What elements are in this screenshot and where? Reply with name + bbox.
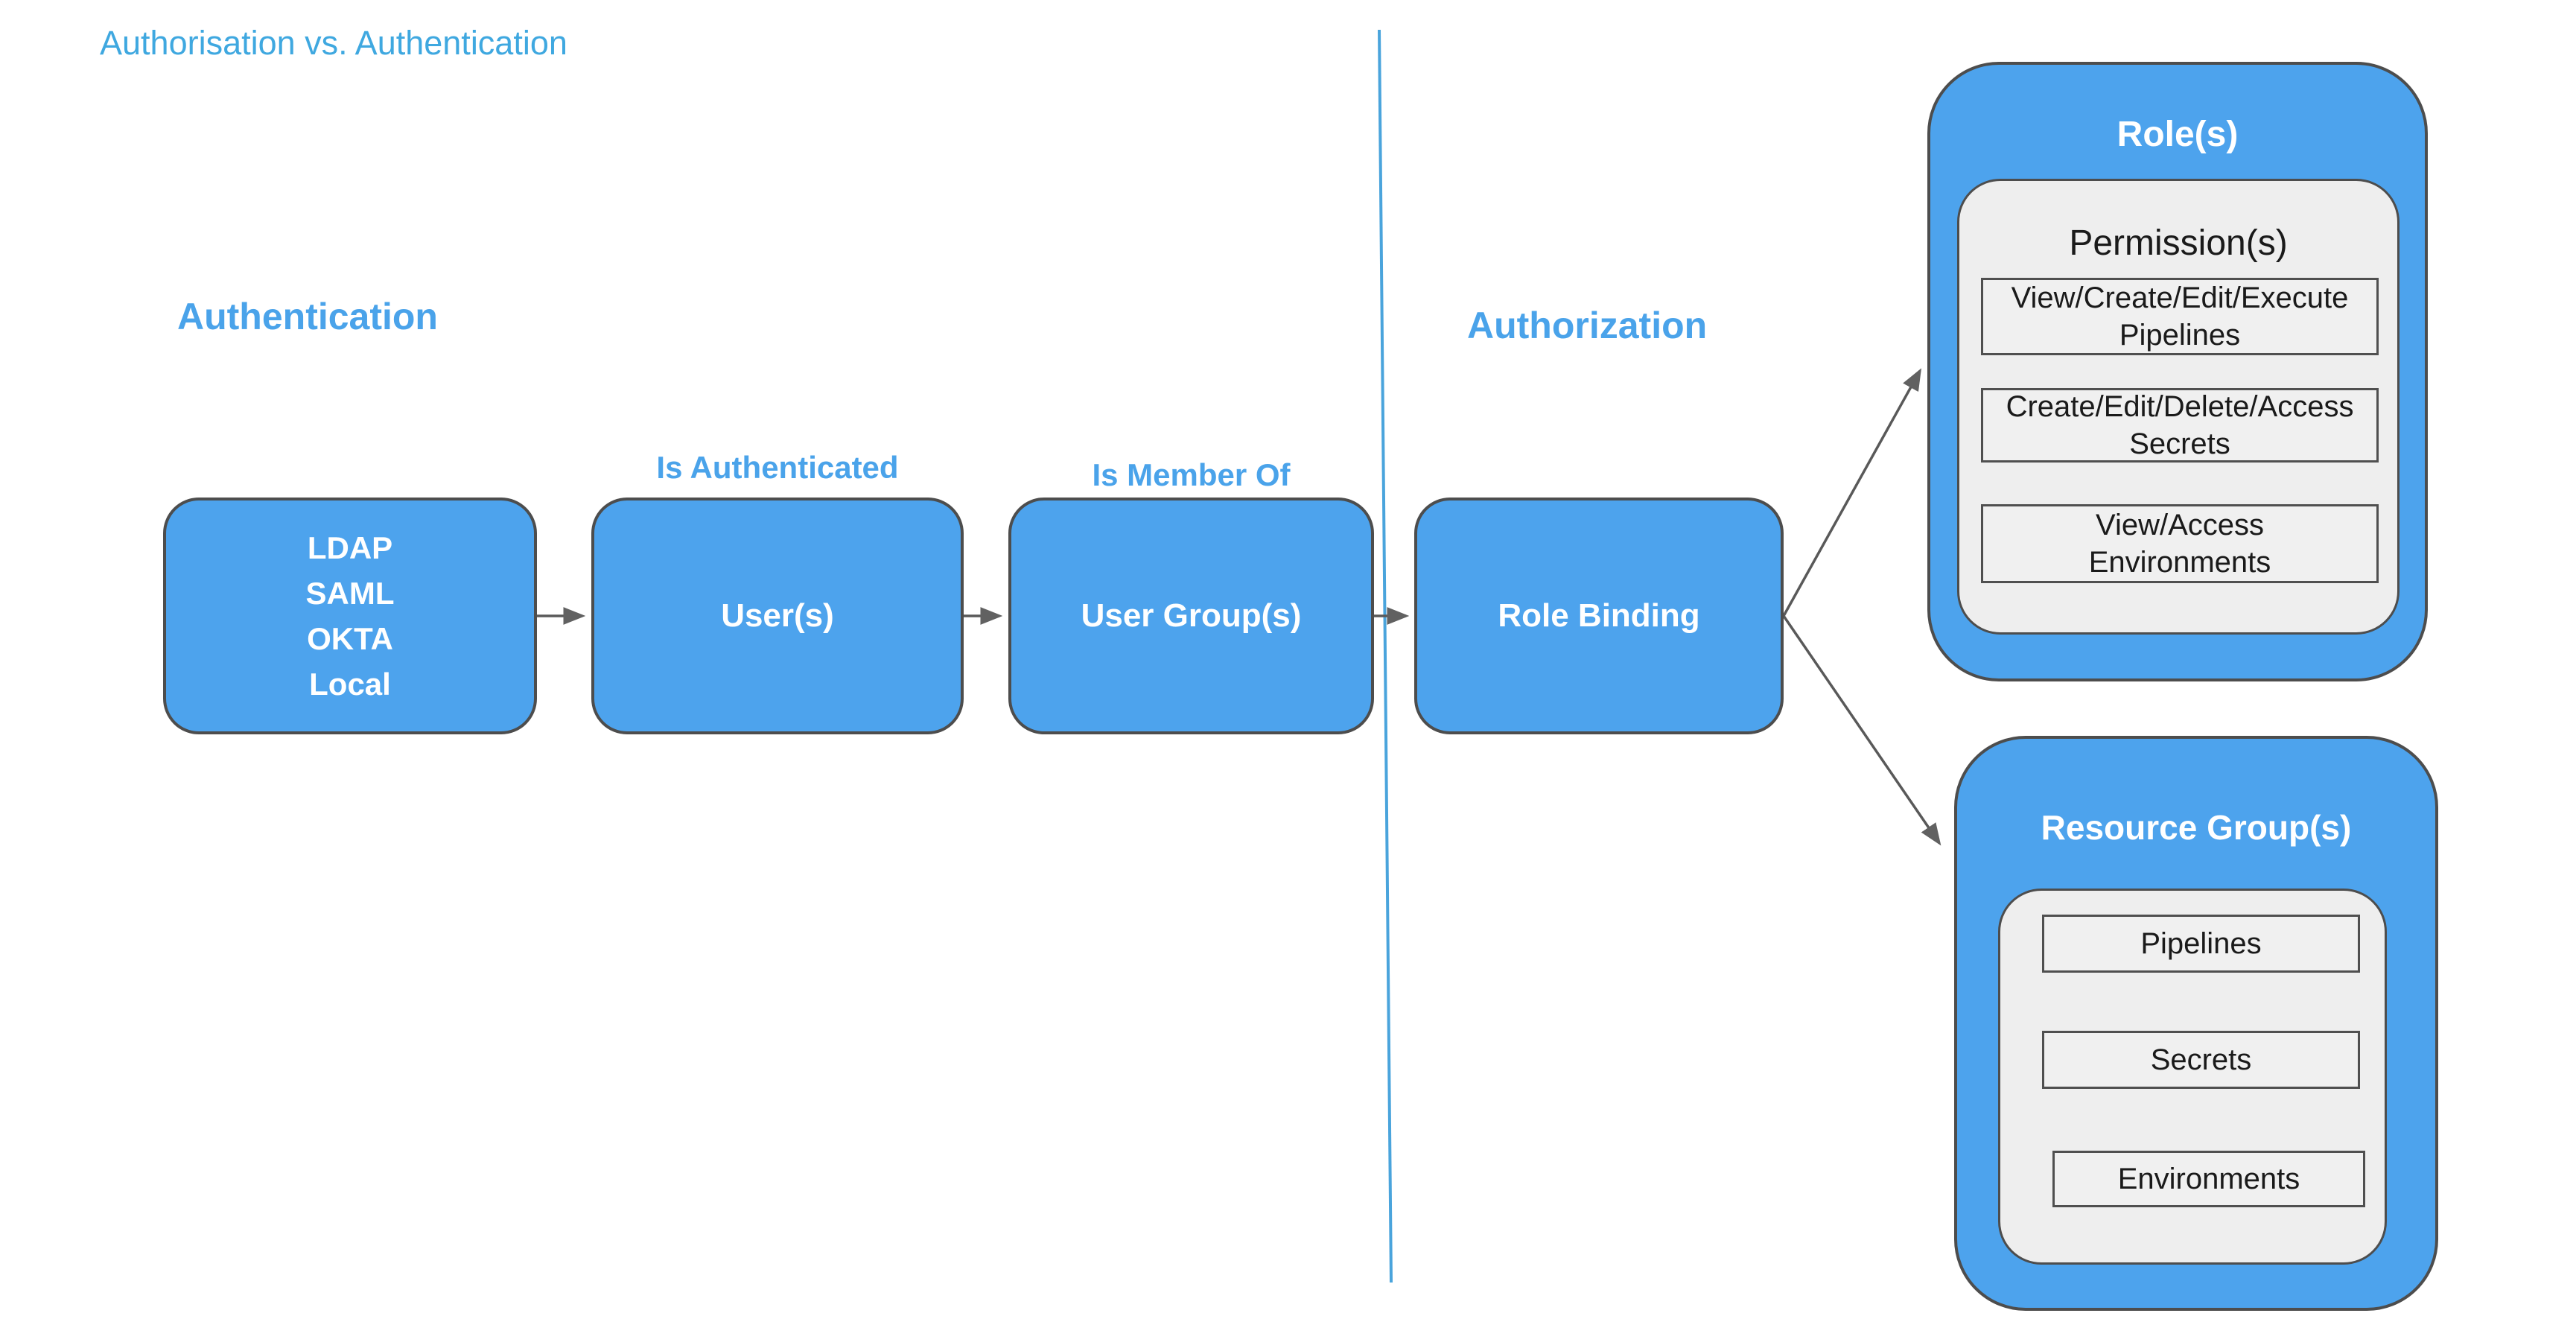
permission-item-pipelines: View/Create/Edit/Execute Pipelines	[1981, 278, 2379, 355]
resource-item-environments: Environments	[2052, 1151, 2365, 1207]
idp-line-local: Local	[309, 667, 391, 702]
resources-inner-container: Pipelines Secrets Environments	[1998, 889, 2387, 1265]
role-binding-box: Role Binding	[1414, 498, 1784, 734]
resource-groups-title: Resource Group(s)	[2041, 808, 2352, 847]
idp-line-ldap: LDAP	[307, 530, 393, 565]
resource-item-pipelines: Pipelines	[2042, 915, 2360, 973]
users-box: User(s)	[591, 498, 964, 734]
page-title: Authorisation vs. Authentication	[100, 24, 567, 62]
user-groups-box: User Group(s)	[1008, 498, 1374, 734]
permission-item-environments: View/Access Environments	[1981, 504, 2379, 583]
resource-item-secrets: Secrets	[2042, 1031, 2360, 1089]
role-binding-box-label: Role Binding	[1498, 597, 1700, 634]
roles-title: Role(s)	[2117, 115, 2239, 154]
idp-line-okta: OKTA	[307, 621, 393, 656]
permissions-container: Permission(s) View/Create/Edit/Execute P…	[1957, 179, 2400, 635]
users-annotation: Is Authenticated	[656, 450, 899, 485]
arrow-rolebinding-to-roles	[1782, 368, 1922, 617]
arrow-rolebinding-to-resources	[1782, 615, 1941, 846]
section-heading-authorization: Authorization	[1467, 305, 1708, 346]
permissions-title: Permission(s)	[2069, 223, 2288, 263]
identity-providers-box: LDAP SAML OKTA Local	[163, 498, 537, 734]
section-heading-authentication: Authentication	[177, 296, 438, 337]
section-divider-line	[1378, 29, 1393, 1283]
users-box-label: User(s)	[721, 597, 834, 634]
user-groups-annotation: Is Member Of	[1092, 457, 1291, 492]
idp-line-saml: SAML	[305, 576, 395, 611]
permission-item-secrets: Create/Edit/Delete/Access Secrets	[1981, 388, 2379, 463]
resource-groups-container: Resource Group(s) Pipelines Secrets Envi…	[1954, 736, 2438, 1311]
roles-container: Role(s) Permission(s) View/Create/Edit/E…	[1927, 62, 2428, 681]
user-groups-box-label: User Group(s)	[1081, 597, 1302, 634]
